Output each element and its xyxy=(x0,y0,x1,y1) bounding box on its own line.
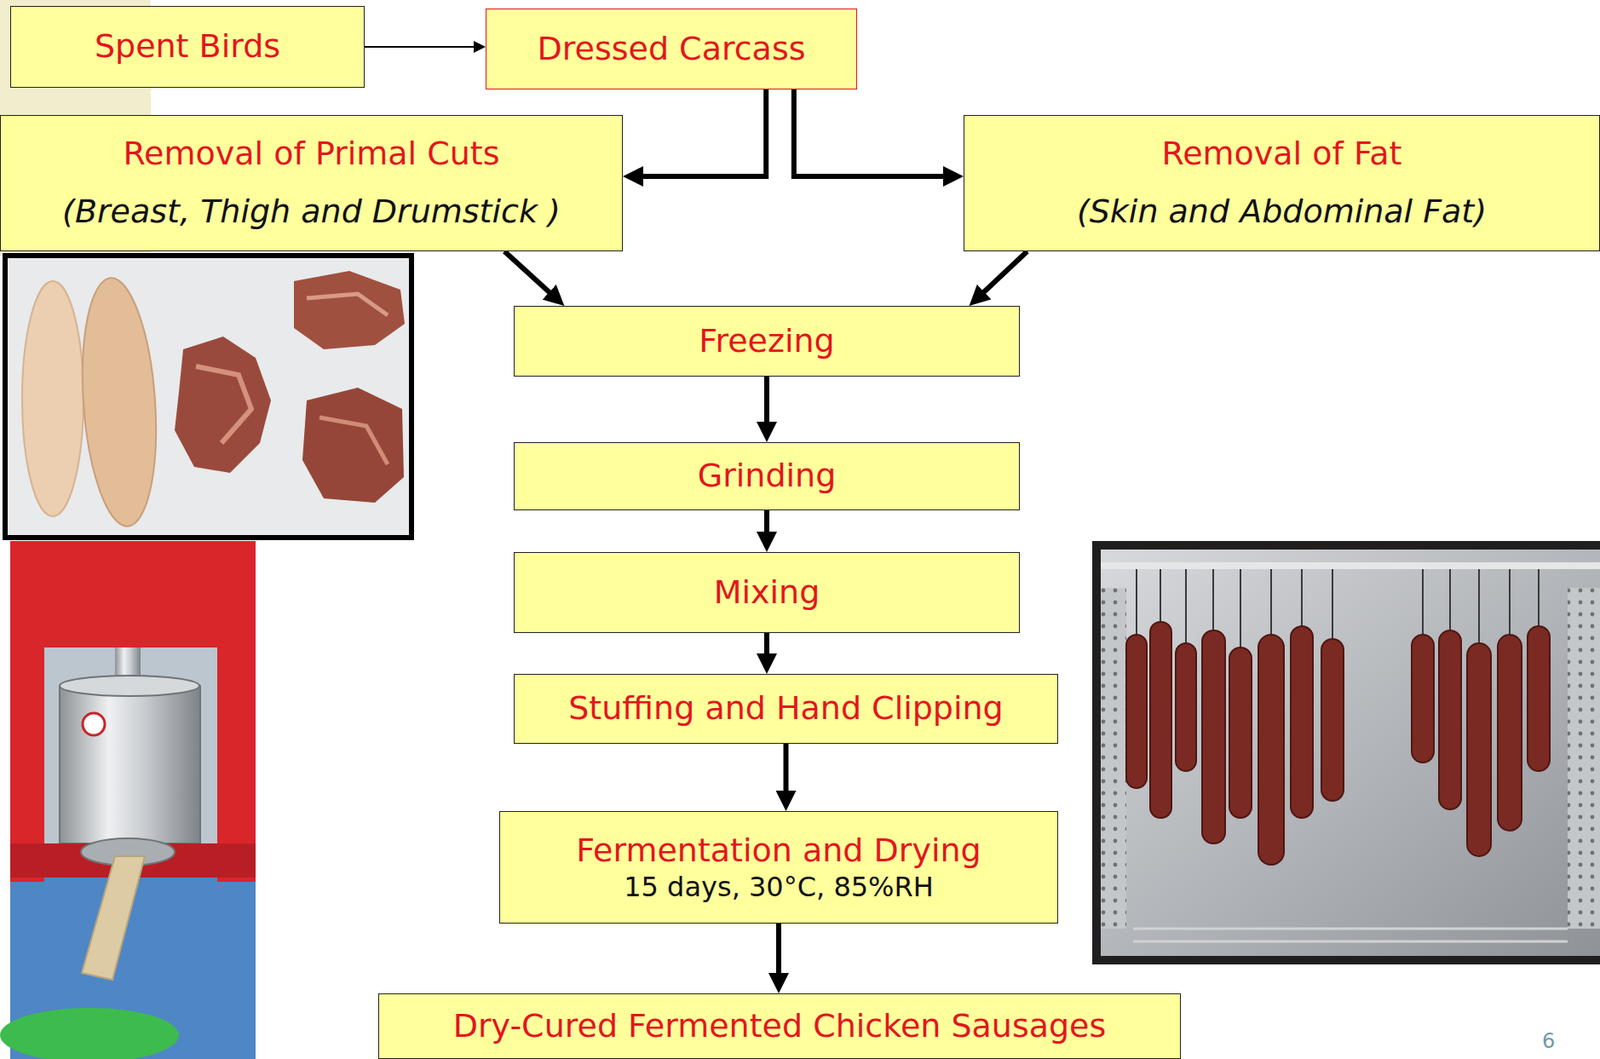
bottom-rack xyxy=(1133,928,1568,942)
hooks xyxy=(1136,569,1539,648)
rack-bar xyxy=(1133,940,1568,944)
node-text: Dry-Cured Fermented Chicken Sausages xyxy=(453,1007,1107,1047)
process-box: Removal of Fat (Skin and Abdominal Fat) xyxy=(963,115,1600,252)
perforated-wall xyxy=(1100,587,1127,929)
sausage xyxy=(1258,634,1284,865)
cabinet-interior xyxy=(1100,549,1600,956)
stuffer-frame xyxy=(217,541,256,882)
sausage xyxy=(1202,630,1226,844)
meat-streak xyxy=(195,366,252,444)
hook xyxy=(1449,569,1451,631)
hook xyxy=(1421,569,1424,635)
drumstick-piece xyxy=(302,387,404,503)
flow-arrow xyxy=(764,633,770,664)
hook xyxy=(1185,569,1187,644)
hook xyxy=(1537,569,1540,627)
hook xyxy=(1508,569,1511,635)
photo-frame xyxy=(5,255,412,538)
sausage xyxy=(1229,647,1252,818)
process-box: Fermentation and Drying15 days, 30°C, 85… xyxy=(499,811,1059,924)
breast-piece xyxy=(22,281,84,517)
warning-sign xyxy=(82,713,105,736)
flow-arrow xyxy=(633,89,766,177)
node-text: Freezing xyxy=(698,322,835,362)
stuffer-cylinder xyxy=(59,685,201,844)
photo-ground xyxy=(10,541,256,1059)
hook xyxy=(1478,569,1480,644)
node-text: Removal of Primal Cuts xyxy=(122,134,500,174)
stuffer-frame xyxy=(10,541,45,882)
sausage xyxy=(1321,638,1344,801)
sausage xyxy=(1438,630,1462,810)
stuffer-photo xyxy=(0,541,256,1059)
node-text: Grinding xyxy=(697,456,837,496)
perforated-wall xyxy=(1567,587,1600,929)
process-box: Spent Birds xyxy=(10,5,365,88)
meat-cuts-photo xyxy=(5,255,412,538)
hanging-rail xyxy=(1100,562,1600,570)
drumstick-piece xyxy=(293,270,405,350)
flow-arrow xyxy=(794,89,954,177)
meat-streak xyxy=(306,293,388,316)
flow-arrow xyxy=(783,743,789,801)
node-text: Fermentation and Drying xyxy=(575,831,981,871)
slide-number: 6 xyxy=(1542,1029,1555,1054)
meat-streak xyxy=(319,417,388,465)
breast-piece xyxy=(74,275,164,529)
sausage xyxy=(1497,634,1522,831)
hook xyxy=(1239,569,1242,648)
node-text: Mixing xyxy=(713,573,821,613)
node-text: Spent Birds xyxy=(94,27,281,67)
cylinder-rim xyxy=(59,675,200,697)
hook xyxy=(1135,569,1138,635)
flow-arrow xyxy=(364,46,480,48)
sausage xyxy=(1175,643,1197,772)
process-box: Dressed Carcass xyxy=(485,8,858,90)
hook xyxy=(1159,569,1162,622)
hook xyxy=(1300,569,1303,627)
process-box: Removal of Primal Cuts (Breast, Thigh and… xyxy=(0,115,623,252)
result-box: Dry-Cured Fermented Chicken Sausages xyxy=(378,993,1181,1059)
hook xyxy=(1331,569,1334,639)
sausage xyxy=(1290,626,1313,818)
flow-arrow xyxy=(764,510,770,542)
sausage xyxy=(1150,621,1172,818)
node-text: (Breast, Thigh and Drumstick ) xyxy=(62,192,561,232)
process-box: Stuffing and Hand Clipping xyxy=(513,673,1059,744)
sausage xyxy=(1467,643,1491,857)
flow-arrow xyxy=(764,376,770,432)
cabinet-frame xyxy=(1092,541,1600,965)
node-text: Stuffing and Hand Clipping xyxy=(568,689,1004,729)
flow-arrow xyxy=(976,251,1027,300)
rack-bar xyxy=(1133,927,1568,931)
sausage xyxy=(1411,634,1434,763)
process-box: Grinding xyxy=(513,442,1020,511)
node-text: Removal of Fat xyxy=(1161,134,1402,174)
process-box: Freezing xyxy=(513,305,1020,377)
node-text: 15 days, 30°C, 85%RH xyxy=(623,870,934,904)
hook xyxy=(1212,569,1215,631)
green-bowl xyxy=(0,1007,179,1059)
stuffed-casing xyxy=(81,856,145,980)
drying-cabinet-photo xyxy=(1092,541,1600,965)
node-text: Dressed Carcass xyxy=(537,29,806,70)
sausages xyxy=(1126,621,1550,865)
flow-arrow xyxy=(776,923,782,984)
flow-arrow xyxy=(504,251,557,300)
sausage xyxy=(1126,634,1147,789)
sausage xyxy=(1527,626,1550,772)
process-box: Mixing xyxy=(513,552,1020,634)
node-text: (Skin and Abdominal Fat) xyxy=(1076,192,1487,232)
hook xyxy=(1270,569,1272,635)
thigh-piece xyxy=(174,336,271,473)
